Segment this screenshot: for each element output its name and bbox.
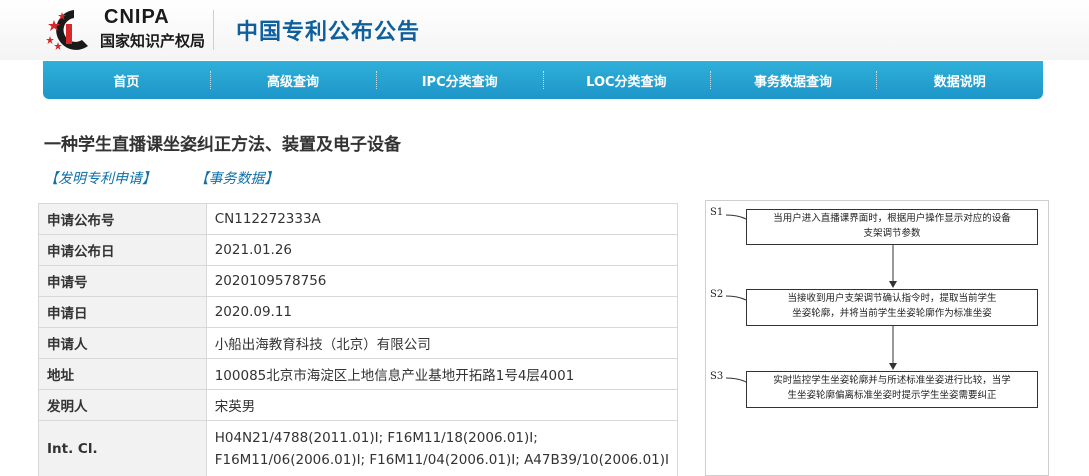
ipc-line-1: H04N21/4788(2011.01)I; F16M11/18(2006.01… bbox=[214, 429, 538, 446]
step-text: 坐姿轮廓，并将当前学生坐姿轮廓作为标准坐姿 bbox=[792, 308, 992, 319]
nav-home[interactable]: 首页 bbox=[113, 74, 140, 90]
row-value: 100085北京市海淀区上地信息产业基地开拓路1号4层4001 bbox=[205, 358, 679, 390]
row-value: 2020109578756 bbox=[205, 265, 679, 297]
row-key: 发明人 bbox=[38, 389, 207, 421]
table-row: 地址 100085北京市海淀区上地信息产业基地开拓路1号4层4001 bbox=[38, 358, 679, 390]
step-label: S3 bbox=[710, 371, 724, 382]
row-key: 申请号 bbox=[38, 265, 207, 297]
step-label: S2 bbox=[710, 289, 724, 300]
row-key: 申请人 bbox=[38, 327, 207, 359]
tab-invention-application[interactable]: 【发明专利申请】 bbox=[44, 171, 156, 187]
table-row: 申请公布号 CN112272333A bbox=[38, 203, 679, 235]
patent-title: 一种学生直播课坐姿纠正方法、装置及电子设备 bbox=[44, 135, 401, 155]
nav-transaction-search[interactable]: 事务数据查询 bbox=[709, 61, 877, 99]
row-key: Int. Cl. bbox=[38, 420, 207, 476]
row-value: 小船出海教育科技（北京）有限公司 bbox=[205, 327, 679, 359]
header-divider bbox=[213, 10, 214, 50]
flow-step-2: 当接收到用户支架调节确认指令时，提取当前学生 坐姿轮廓，并将当前学生坐姿轮廓作为… bbox=[746, 289, 1038, 326]
main-nav: 首页 高级查询 IPC分类查询 LOC分类查询 事务数据查询 数据说明 bbox=[43, 61, 1043, 99]
row-key: 申请日 bbox=[38, 296, 207, 328]
table-row: 申请人 小船出海教育科技（北京）有限公司 bbox=[38, 327, 679, 359]
nav-advanced-search[interactable]: 高级查询 bbox=[209, 61, 377, 99]
step-text: 当用户进入直播课界面时，根据用户操作显示对应的设备 bbox=[773, 213, 1011, 224]
row-key: 地址 bbox=[38, 358, 207, 390]
nav-data-description[interactable]: 数据说明 bbox=[876, 61, 1043, 99]
site-title: 中国专利公布公告 bbox=[236, 20, 421, 45]
patent-info-table: 申请公布号 CN112272333A 申请公布日 2021.01.26 申请号 … bbox=[38, 203, 679, 476]
flow-step-3: 实时监控学生坐姿轮廓并与所述标准坐姿进行比较，当学 生坐姿轮廓偏离标准坐姿时提示… bbox=[746, 371, 1038, 408]
logo-text-en: CNIPA bbox=[104, 6, 170, 28]
tab-transaction-data[interactable]: 【事务数据】 bbox=[194, 171, 279, 187]
ipc-line-2: F16M11/06(2006.01)I; F16M11/04(2006.01)I… bbox=[214, 451, 669, 468]
row-value: 宋英男 bbox=[205, 389, 679, 421]
cnipa-logo[interactable] bbox=[44, 6, 214, 54]
table-row: 申请公布日 2021.01.26 bbox=[38, 234, 679, 266]
step-label: S1 bbox=[710, 207, 724, 218]
step-text: 支架调节参数 bbox=[863, 228, 921, 239]
table-row: 申请日 2020.09.11 bbox=[38, 296, 679, 328]
step-text: 实时监控学生坐姿轮廓并与所述标准坐姿进行比较，当学 bbox=[773, 375, 1011, 386]
cnipa-emblem-icon bbox=[46, 10, 88, 50]
logo-text-cn: 国家知识产权局 bbox=[100, 32, 206, 50]
flow-step-1: 当用户进入直播课界面时，根据用户操作显示对应的设备 支架调节参数 bbox=[746, 209, 1038, 245]
nav-loc-search[interactable]: LOC分类查询 bbox=[543, 61, 710, 99]
patent-tabs: 【发明专利申请】 【事务数据】 bbox=[44, 168, 312, 188]
step-text: 当接收到用户支架调节确认指令时，提取当前学生 bbox=[787, 293, 997, 304]
step-text: 生坐姿轮廓偏离标准坐姿时提示学生坐姿需要纠正 bbox=[787, 390, 997, 401]
abstract-drawing[interactable]: S1 当用户进入直播课界面时，根据用户操作显示对应的设备 支架调节参数 S2 当… bbox=[705, 200, 1049, 476]
nav-ipc-search[interactable]: IPC分类查询 bbox=[376, 61, 543, 99]
flowchart-connectors bbox=[725, 214, 897, 383]
row-key: 申请公布号 bbox=[38, 203, 207, 235]
row-key: 申请公布日 bbox=[38, 234, 207, 266]
row-value: 2020.09.11 bbox=[205, 296, 679, 328]
table-row: 申请号 2020109578756 bbox=[38, 265, 679, 297]
row-value: CN112272333A bbox=[205, 203, 679, 235]
table-row: 发明人 宋英男 bbox=[38, 389, 679, 421]
row-value: 2021.01.26 bbox=[205, 234, 679, 266]
table-row-ipc: Int. Cl. H04N21/4788(2011.01)I; F16M11/1… bbox=[38, 420, 679, 476]
row-value-ipc: H04N21/4788(2011.01)I; F16M11/18(2006.01… bbox=[205, 420, 679, 476]
site-header: CNIPA 国家知识产权局 中国专利公布公告 bbox=[0, 0, 1089, 60]
